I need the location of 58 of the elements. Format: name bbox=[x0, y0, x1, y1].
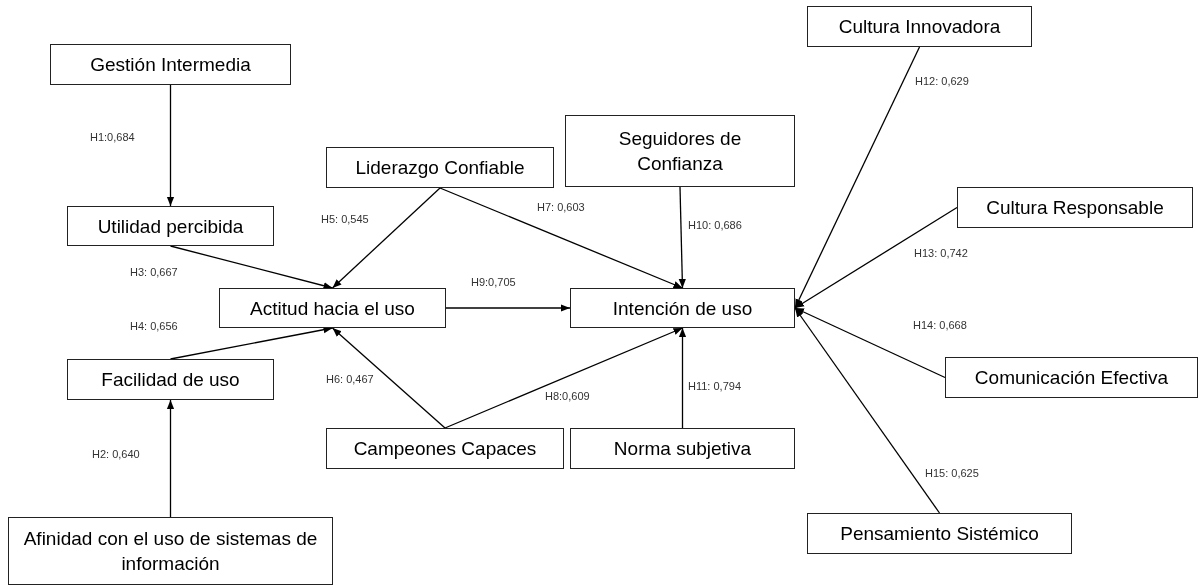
edge-label: H1:0,684 bbox=[90, 130, 135, 144]
arrow bbox=[794, 307, 946, 379]
edge-label: H11: 0,794 bbox=[688, 379, 741, 393]
construct-name: Pensamiento Sistémico bbox=[840, 522, 1039, 546]
edge-label: H2: 0,640 bbox=[92, 447, 140, 461]
construct-box bbox=[570, 288, 795, 328]
construct-name: Utilidad percibida bbox=[97, 214, 244, 239]
construct-box bbox=[67, 206, 274, 246]
construct-name: Cultura Innovadora bbox=[838, 15, 1001, 39]
edge-label: H3: 0,667 bbox=[130, 265, 178, 279]
construct-box bbox=[945, 357, 1198, 398]
arrow bbox=[166, 84, 175, 207]
arrow bbox=[794, 46, 921, 309]
edge-label: H14: 0,668 bbox=[913, 318, 967, 332]
construct-box bbox=[50, 44, 291, 85]
arrow bbox=[439, 187, 684, 289]
construct-box bbox=[326, 147, 554, 188]
arrow bbox=[331, 327, 446, 429]
construct-name: Gestión Intermedia bbox=[90, 53, 251, 77]
arrow bbox=[445, 304, 571, 312]
construct-box bbox=[807, 6, 1032, 47]
construct-name: Facilidad de uso bbox=[101, 368, 240, 392]
edge-label: H8:0,609 bbox=[545, 389, 590, 403]
construct-box bbox=[219, 288, 446, 328]
construct-name: Norma subjetiva bbox=[613, 437, 752, 461]
construct-box bbox=[957, 187, 1193, 228]
construct-box bbox=[570, 428, 795, 469]
construct-name: Cultura Responsable bbox=[986, 196, 1164, 220]
arrow bbox=[794, 206, 958, 309]
edge-label: H9:0,705 bbox=[471, 275, 516, 289]
edge-label: H7: 0,603 bbox=[537, 200, 585, 214]
edge-label: H4: 0,656 bbox=[130, 319, 178, 333]
arrow bbox=[794, 307, 941, 514]
construct-name: Intención de uso bbox=[612, 296, 753, 321]
construct-box bbox=[8, 517, 333, 585]
edge-label: H6: 0,467 bbox=[326, 372, 374, 386]
construct-name: Seguidores de Confianza bbox=[617, 127, 743, 176]
construct-box bbox=[67, 359, 274, 400]
arrow bbox=[444, 327, 684, 429]
edge-label: H10: 0,686 bbox=[688, 218, 742, 232]
edge-label: H12: 0,629 bbox=[915, 74, 969, 88]
construct-name: Actitud hacia el uso bbox=[250, 296, 415, 321]
construct-name: Liderazgo Confiable bbox=[355, 156, 525, 180]
edge-label: H15: 0,625 bbox=[925, 466, 979, 480]
edge-label: H5: 0,545 bbox=[321, 212, 369, 226]
arrow bbox=[678, 327, 687, 429]
arrow bbox=[166, 399, 175, 518]
construct-box bbox=[807, 513, 1072, 554]
construct-box bbox=[326, 428, 564, 469]
arrow bbox=[331, 187, 441, 289]
construct-name: Afinidad con el uso de sistemas de información bbox=[22, 527, 319, 576]
edge-label: H13: 0,742 bbox=[914, 246, 968, 260]
arrow bbox=[678, 186, 686, 289]
construct-box bbox=[565, 115, 795, 187]
arrow bbox=[169, 326, 334, 360]
construct-name: Comunicación Efectiva bbox=[974, 366, 1169, 390]
arrow bbox=[169, 245, 334, 290]
construct-name: Campeones Capaces bbox=[353, 437, 537, 461]
